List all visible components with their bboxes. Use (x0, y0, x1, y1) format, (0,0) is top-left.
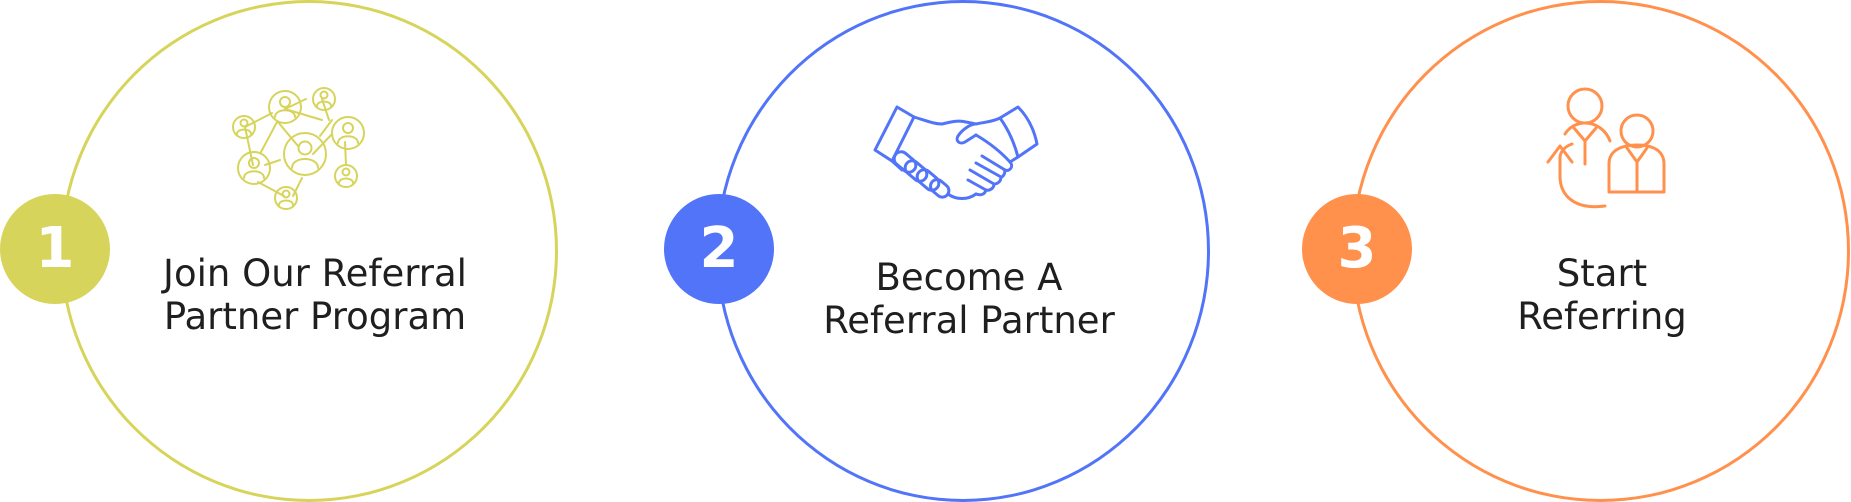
step-3-label: Start Referring (1402, 252, 1802, 338)
step-2-label-line-2: Referral Partner (823, 299, 1115, 342)
network-people-icon (232, 87, 365, 210)
step-2: Become A Referral Partner 2 (660, 0, 1260, 502)
step-3-ring (1351, 0, 1850, 502)
step-1-label: Join Our Referral Partner Program (115, 252, 515, 338)
step-2-number-badge: 2 (664, 194, 774, 304)
referral-people-icon (1546, 87, 1666, 209)
step-3: Start Referring 3 (1249, 0, 1850, 502)
step-2-label: Become A Referral Partner (769, 256, 1169, 342)
step-1-ring (60, 0, 558, 502)
step-2-number: 2 (699, 216, 739, 281)
step-2-ring (716, 0, 1210, 502)
handshake-icon (873, 105, 1039, 200)
step-1-number: 1 (35, 216, 75, 281)
step-3-number-badge: 3 (1302, 194, 1412, 304)
step-2-label-line-1: Become A (875, 256, 1063, 299)
step-1-label-line-1: Join Our Referral (163, 252, 467, 295)
step-3-number: 3 (1337, 216, 1377, 281)
step-1-label-line-2: Partner Program (163, 295, 467, 338)
step-1: Join Our Referral Partner Program 1 (0, 0, 600, 502)
step-1-number-badge: 1 (0, 194, 110, 304)
step-3-label-line-1: Start (1556, 252, 1648, 295)
step-3-label-line-2: Referring (1517, 295, 1687, 338)
